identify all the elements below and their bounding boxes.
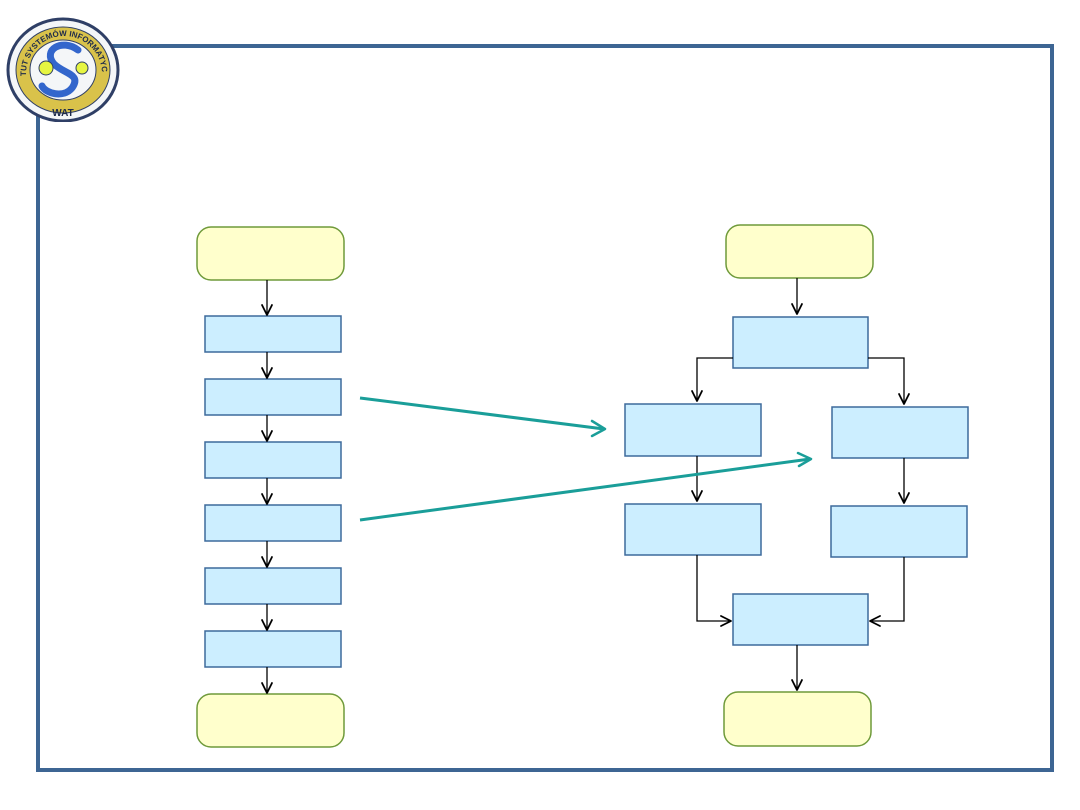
logo-bottom-text: WAT (52, 108, 73, 119)
sequential-flow-arrow-7 (261, 667, 273, 694)
sequential-step-6 (204, 630, 342, 668)
sequential-start (196, 226, 345, 281)
parallel-right-step-1 (831, 406, 969, 459)
sequential-process (196, 226, 345, 748)
parallel-right-step-2 (830, 505, 968, 558)
parallel-flow-arrow-left (691, 456, 703, 502)
parallel-join-step (732, 593, 869, 646)
parallel-left-step-1 (624, 403, 762, 457)
sequential-step-5 (204, 567, 342, 605)
sequential-flow-arrow-1 (261, 280, 273, 316)
institute-logo: INSTYTUT SYSTEMÓW INFORMATYCZNYCH WAT (6, 16, 120, 122)
parallel-process (624, 224, 969, 747)
parallel-start (725, 224, 874, 279)
sequential-end (196, 693, 345, 748)
sequential-step-4 (204, 504, 342, 542)
sequential-step-2 (204, 378, 342, 416)
parallel-flow-arrow-right (898, 458, 910, 504)
sequential-step-3 (204, 441, 342, 479)
parallel-flow-arrow-fork-left (691, 357, 733, 402)
sequential-flow-arrow-6 (261, 604, 273, 631)
parallel-flow-arrow-fork-right (868, 357, 910, 405)
mapping-arrow-upper (359, 396, 607, 438)
mapping-arrow-lower (359, 451, 813, 522)
sequential-flow-arrow-2 (261, 352, 273, 379)
sequential-flow-arrow-3 (261, 415, 273, 442)
slide-frame (36, 44, 1054, 772)
parallel-flow-arrow-start (791, 278, 803, 315)
parallel-flow-arrow-join-right (869, 557, 905, 627)
parallel-flow-arrow-end (791, 645, 803, 691)
parallel-flow-arrow-join-left (696, 555, 732, 627)
parallel-left-step-2 (624, 503, 762, 556)
parallel-end (723, 691, 872, 747)
sequential-flow-arrow-5 (261, 541, 273, 568)
sequential-step-1 (204, 315, 342, 353)
parallel-fork-step (732, 316, 869, 369)
sequential-flow-arrow-4 (261, 478, 273, 505)
